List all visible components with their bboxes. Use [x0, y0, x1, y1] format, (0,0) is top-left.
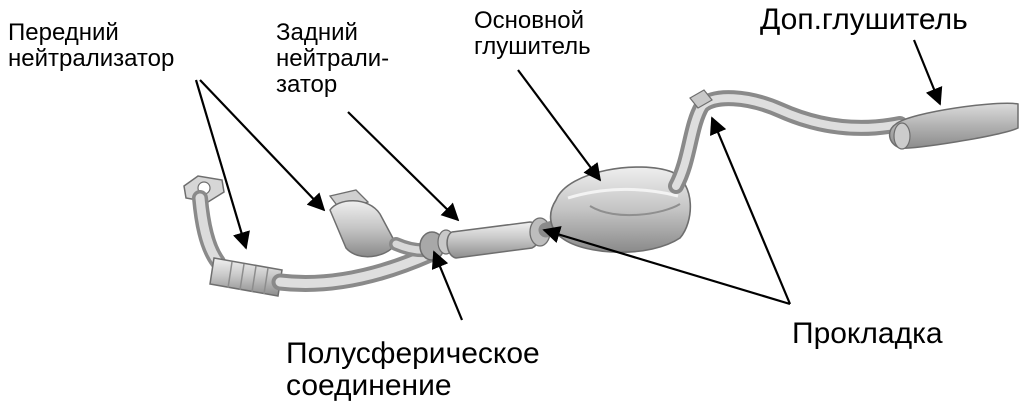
label-main-muffler-line1: Основной — [474, 8, 591, 34]
arrow-aux-muffler — [914, 40, 940, 104]
label-aux-muffler: Доп.глушитель — [760, 4, 968, 36]
label-spherical-joint-line2: соединение — [286, 370, 540, 402]
arrow-gasket-b — [712, 118, 790, 304]
center-resonator — [447, 218, 550, 258]
label-main-muffler: Основной глушитель — [474, 8, 591, 60]
label-spherical-joint-line1: Полусферическое — [286, 338, 540, 370]
front-catalytic-converter — [210, 258, 282, 296]
label-rear-converter-line3: затор — [276, 72, 389, 98]
label-gasket-text: Прокладка — [792, 318, 943, 350]
label-aux-muffler-text: Доп.глушитель — [760, 4, 968, 36]
label-rear-converter-line1: Задний — [276, 20, 389, 46]
arrow-main-muffler — [518, 70, 600, 180]
label-gasket: Прокладка — [792, 318, 943, 350]
label-spherical-joint: Полусферическое соединение — [286, 338, 540, 403]
label-main-muffler-line2: глушитель — [474, 34, 591, 60]
label-rear-converter: Задний нейтрали- затор — [276, 20, 389, 98]
label-front-converter-line1: Передний — [8, 20, 174, 46]
arrow-spherical-joint — [434, 252, 462, 320]
main-muffler — [551, 167, 691, 252]
label-front-converter: Передний нейтрализатор — [8, 20, 174, 72]
label-rear-converter-line2: нейтрали- — [276, 46, 389, 72]
auxiliary-muffler — [890, 103, 1018, 149]
label-front-converter-line2: нейтрализатор — [8, 46, 174, 72]
